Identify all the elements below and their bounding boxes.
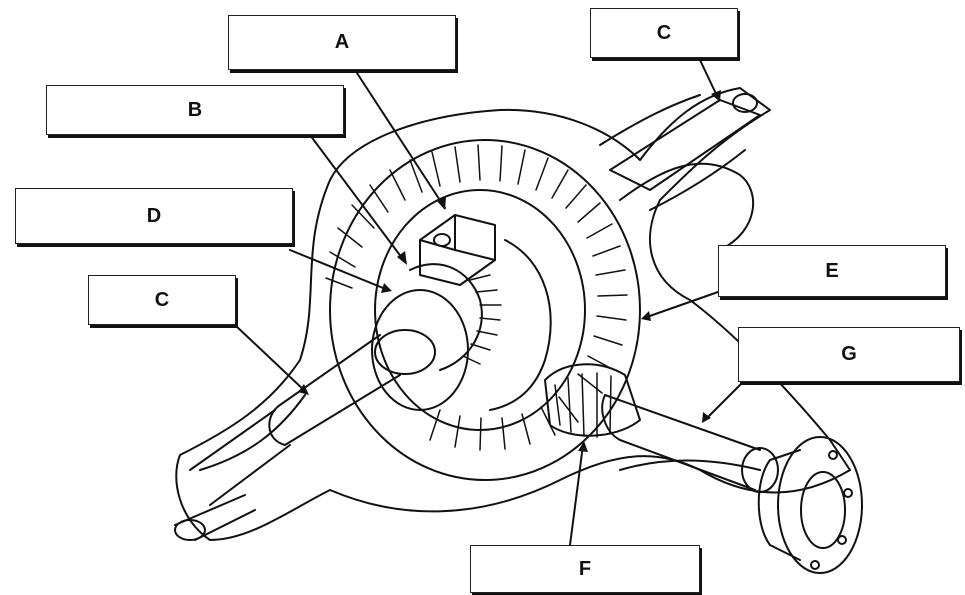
label-box-f: F bbox=[470, 545, 700, 593]
label-c-left: C bbox=[155, 289, 169, 312]
label-g: G bbox=[841, 343, 857, 366]
leader-f bbox=[570, 445, 583, 545]
label-d: D bbox=[147, 205, 161, 228]
label-box-d: D bbox=[15, 188, 293, 244]
leader-g bbox=[705, 383, 742, 420]
label-c-top: C bbox=[657, 22, 671, 45]
yoke-body bbox=[759, 450, 800, 560]
arrow-e bbox=[641, 311, 651, 321]
flange-bolt-2 bbox=[844, 489, 852, 497]
arrow-a bbox=[436, 197, 446, 210]
pinion-shaft bbox=[602, 395, 760, 490]
differential-case-arc bbox=[490, 240, 551, 410]
label-box-g: G bbox=[738, 327, 960, 382]
ring-gear-inner bbox=[375, 190, 585, 430]
flange-bolt-4 bbox=[811, 561, 819, 569]
label-box-c-top: C bbox=[590, 8, 738, 58]
flange-bolt-3 bbox=[838, 536, 846, 544]
flange-bolt-1 bbox=[829, 451, 837, 459]
label-e: E bbox=[825, 260, 838, 283]
yoke-flange-outer bbox=[778, 437, 862, 573]
label-box-a: A bbox=[228, 15, 456, 70]
axle-flange bbox=[372, 290, 468, 410]
leader-a bbox=[355, 70, 445, 208]
leader-c-left bbox=[235, 325, 306, 392]
label-a: A bbox=[335, 31, 349, 54]
arrow-d bbox=[381, 283, 392, 293]
label-b: B bbox=[188, 99, 202, 122]
axle-housing bbox=[176, 88, 850, 540]
arrow-g bbox=[702, 412, 711, 423]
left-axle-tube bbox=[190, 410, 290, 505]
label-box-c-left: C bbox=[88, 275, 236, 325]
label-box-e: E bbox=[718, 245, 946, 297]
label-f: F bbox=[579, 558, 591, 581]
cross-pin-end bbox=[434, 234, 450, 246]
axle-flange-hub bbox=[375, 330, 435, 374]
label-box-b: B bbox=[46, 85, 344, 135]
